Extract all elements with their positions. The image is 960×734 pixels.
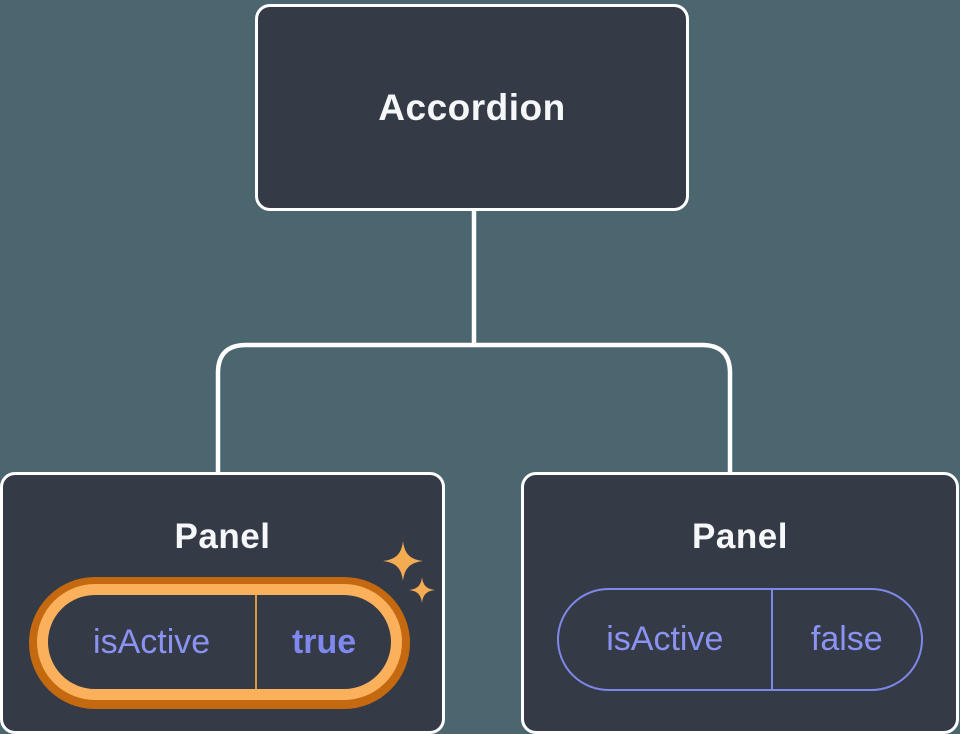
state-value: true: [291, 622, 357, 661]
state-value: false: [810, 620, 883, 658]
node-label: Accordion: [378, 86, 566, 128]
sparkle-icon: [409, 577, 435, 603]
state-name: isActive: [559, 590, 773, 689]
tree-branch: [215, 342, 733, 473]
component-node-panel-active: Panel isActive true: [0, 472, 445, 734]
component-node-panel-inactive: Panel isActive false: [521, 472, 959, 734]
node-label: Panel: [692, 517, 788, 556]
sparkle-icon: [383, 541, 423, 581]
state-name: isActive: [48, 595, 258, 689]
state-pill-highlighted: isActive true: [37, 584, 402, 700]
state-pill: isActive false: [557, 588, 923, 691]
component-node-accordion: Accordion: [255, 4, 689, 211]
node-label: Panel: [174, 517, 271, 556]
